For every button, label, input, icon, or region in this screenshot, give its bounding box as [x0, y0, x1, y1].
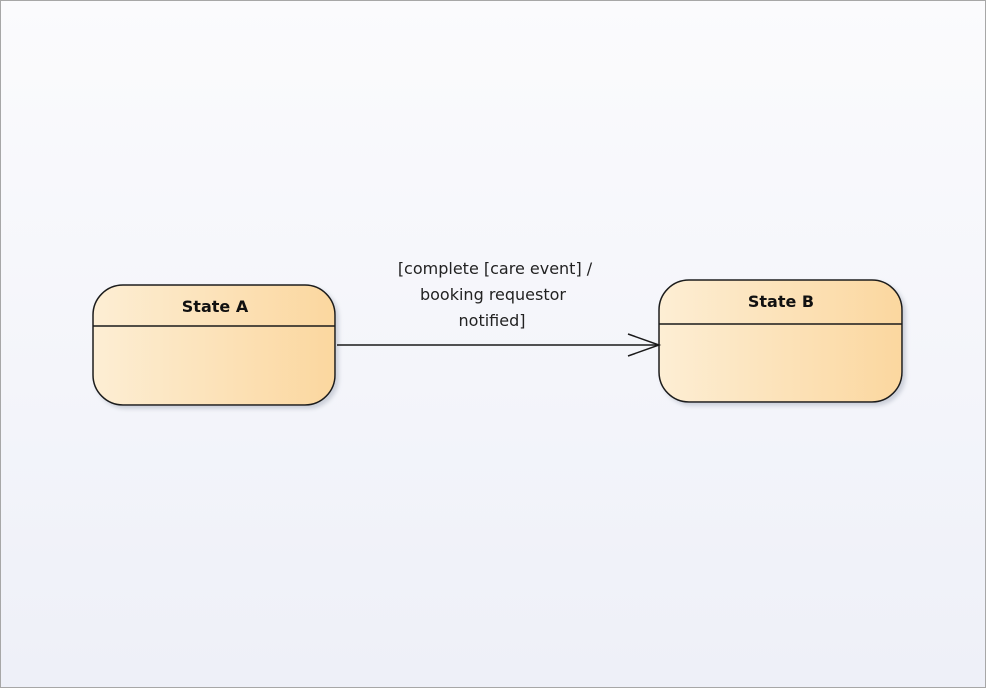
- arrowhead-icon: [627, 333, 662, 357]
- transition-label-line-2: booking requestor: [420, 285, 566, 304]
- state-b-title: State B: [748, 292, 814, 311]
- transition-label-line-1: [complete [care event] /: [398, 259, 593, 278]
- state-a[interactable]: State A: [92, 284, 336, 406]
- transition-label-line-3: notified]: [459, 311, 526, 330]
- state-b[interactable]: State B: [658, 279, 903, 403]
- state-a-title: State A: [182, 297, 249, 316]
- state-b-box: [658, 279, 903, 403]
- state-a-box: [92, 284, 336, 406]
- transition[interactable]: [complete [care event] / booking request…: [337, 259, 662, 357]
